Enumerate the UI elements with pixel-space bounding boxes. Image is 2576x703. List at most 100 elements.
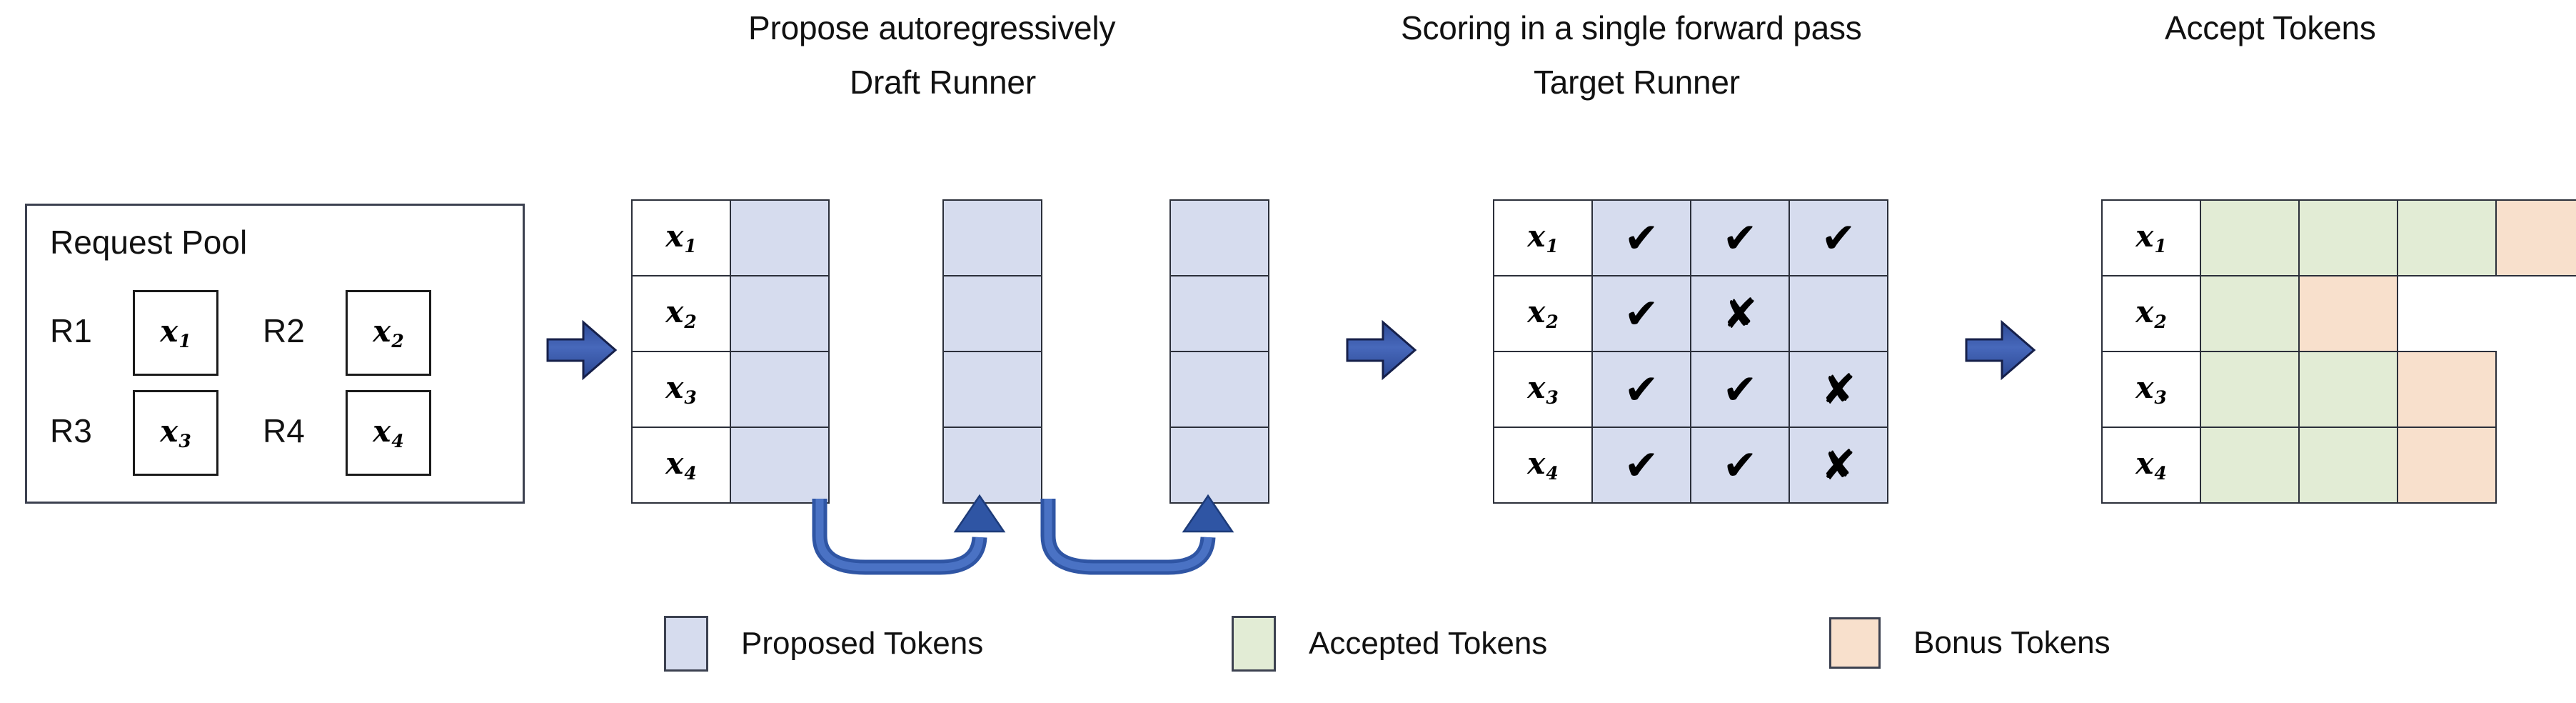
draft-proposed-cell-x1-s3	[1169, 199, 1269, 276]
request-label-r3: R3	[50, 412, 92, 449]
legend-label-accepted: Accepted Tokens	[1309, 626, 1548, 661]
accept-row-label-x2: x2	[2101, 275, 2201, 352]
cross-icon: ✘	[1821, 365, 1856, 414]
request-token-box-r2: x2	[346, 290, 431, 376]
check-icon: ✔	[1821, 214, 1856, 262]
check-icon: ✔	[1624, 441, 1659, 489]
accept-row-label-x4: x4	[2101, 427, 2201, 504]
request-token-r2: x2	[373, 313, 404, 352]
accept-cell-x4-c2	[2298, 427, 2398, 504]
target-score-cell-x1-s3: ✔	[1788, 199, 1888, 276]
target-row-x4: x4 ✔ ✔ ✘	[1493, 427, 1888, 504]
target-row-label-x4: x4	[1493, 427, 1593, 504]
draft-proposed-cell-x2-s3	[1169, 275, 1269, 352]
target-score-cell-x2-s3	[1788, 275, 1888, 352]
accept-cell-x3-c1	[2200, 351, 2300, 428]
accept-empty-cell-x4-c4	[2495, 427, 2576, 504]
target-score-cell-x4-s1: ✔	[1591, 427, 1691, 504]
target-runner-caption: Scoring in a single forward pass	[1401, 9, 1862, 46]
draft-row-label-x2: x2	[631, 275, 731, 352]
accept-empty-cell-x2-c3	[2397, 275, 2497, 352]
cross-icon: ✘	[1722, 289, 1758, 338]
draft-row-label-x3: x3	[631, 351, 731, 428]
request-token-r1: x1	[160, 313, 191, 352]
request-label-r2: R2	[263, 312, 305, 349]
legend-swatch-bonus	[1829, 617, 1881, 669]
check-icon: ✔	[1624, 214, 1659, 262]
draft-runner-step-1-grid: x1 x2 x3 x4	[631, 199, 830, 504]
accept-bonus-cell-x2-c2	[2298, 275, 2398, 352]
target-score-cell-x3-s2: ✔	[1690, 351, 1790, 428]
accept-row-x3: x3	[2101, 351, 2576, 428]
request-label-r1: R1	[50, 312, 92, 349]
accept-cell-x2-c1	[2200, 275, 2300, 352]
request-label-r4: R4	[263, 412, 305, 449]
draft-proposed-cell-x2-s2	[942, 275, 1042, 352]
draft-proposed-cell-x3-s2	[942, 351, 1042, 428]
accept-row-x1: x1	[2101, 199, 2576, 276]
accept-cell-x3-c2	[2298, 351, 2398, 428]
accept-cell-x1-c1	[2200, 199, 2300, 276]
recurrence-arrow-step-1-to-2	[800, 493, 1014, 589]
flow-arrow-draft-to-target	[1346, 318, 1417, 382]
target-row-x1: x1 ✔ ✔ ✔	[1493, 199, 1888, 276]
legend-label-proposed: Proposed Tokens	[741, 626, 984, 661]
accept-row-x2: x2	[2101, 275, 2576, 352]
draft-proposed-cell-x4-s3	[1169, 427, 1269, 504]
flow-arrow-pool-to-draft	[546, 318, 618, 382]
accept-cell-x1-c2	[2298, 199, 2398, 276]
accept-empty-cell-x3-c4	[2495, 351, 2576, 428]
accept-empty-cell-x2-c4	[2495, 275, 2576, 352]
legend-swatch-accepted	[1232, 616, 1276, 672]
target-row-label-x3: x3	[1493, 351, 1593, 428]
draft-runner-title: Draft Runner	[850, 64, 1036, 101]
draft-row-label-x4: x4	[631, 427, 731, 504]
flow-arrow-target-to-accept	[1965, 318, 2036, 382]
legend-label-bonus: Bonus Tokens	[1913, 625, 2110, 660]
check-icon: ✔	[1722, 365, 1758, 414]
accept-row-label-x1: x1	[2101, 199, 2201, 276]
target-row-x3: x3 ✔ ✔ ✘	[1493, 351, 1888, 428]
target-runner-grid: x1 ✔ ✔ ✔ x2 ✔ ✘ x3	[1493, 199, 1888, 504]
request-token-box-r3: x3	[133, 390, 218, 476]
recurrence-arrow-step-2-to-3	[1028, 493, 1242, 589]
request-token-r3: x3	[160, 413, 191, 452]
check-icon: ✔	[1722, 214, 1758, 262]
draft-proposed-cell-x4-s1	[730, 427, 830, 504]
target-row-x2: x2 ✔ ✘	[1493, 275, 1888, 352]
check-icon: ✔	[1624, 365, 1659, 414]
legend: Proposed Tokens Accepted Tokens Bonus To…	[0, 616, 2576, 680]
draft-proposed-cell-x3-s1	[730, 351, 830, 428]
draft-proposed-cell-x3-s3	[1169, 351, 1269, 428]
draft-row-label-x1: x1	[631, 199, 731, 276]
target-score-cell-x3-s1: ✔	[1591, 351, 1691, 428]
target-row-label-x2: x2	[1493, 275, 1593, 352]
draft-row-x1: x1	[631, 199, 830, 276]
draft-proposed-cell-x1-s1	[730, 199, 830, 276]
target-score-cell-x2-s1: ✔	[1591, 275, 1691, 352]
accept-cell-x1-c3	[2397, 199, 2497, 276]
request-pool-panel: Request Pool R1 x1 R2 x2 R3 x3 R4 x4	[25, 204, 525, 504]
accept-row-x4: x4	[2101, 427, 2576, 504]
draft-proposed-cell-x1-s2	[942, 199, 1042, 276]
legend-item-proposed-tokens: Proposed Tokens	[664, 616, 983, 672]
draft-runner-step-2-column	[942, 199, 1042, 504]
legend-item-accepted-tokens: Accepted Tokens	[1232, 616, 1547, 672]
accept-bonus-cell-x1-c4	[2495, 199, 2576, 276]
draft-row-x3: x3	[631, 351, 830, 428]
draft-row-x2: x2	[631, 275, 830, 352]
accept-cell-x4-c1	[2200, 427, 2300, 504]
request-pool-title: Request Pool	[50, 224, 248, 261]
target-score-cell-x2-s2: ✘	[1690, 275, 1790, 352]
legend-item-bonus-tokens: Bonus Tokens	[1829, 617, 2110, 669]
cross-icon: ✘	[1821, 441, 1856, 489]
request-token-box-r4: x4	[346, 390, 431, 476]
request-token-box-r1: x1	[133, 290, 218, 376]
draft-runner-step-3-column	[1169, 199, 1269, 504]
target-score-cell-x4-s3: ✘	[1788, 427, 1888, 504]
target-score-cell-x3-s3: ✘	[1788, 351, 1888, 428]
target-row-label-x1: x1	[1493, 199, 1593, 276]
accept-tokens-title: Accept Tokens	[2165, 9, 2376, 46]
draft-runner-caption: Propose autoregressively	[748, 9, 1116, 46]
